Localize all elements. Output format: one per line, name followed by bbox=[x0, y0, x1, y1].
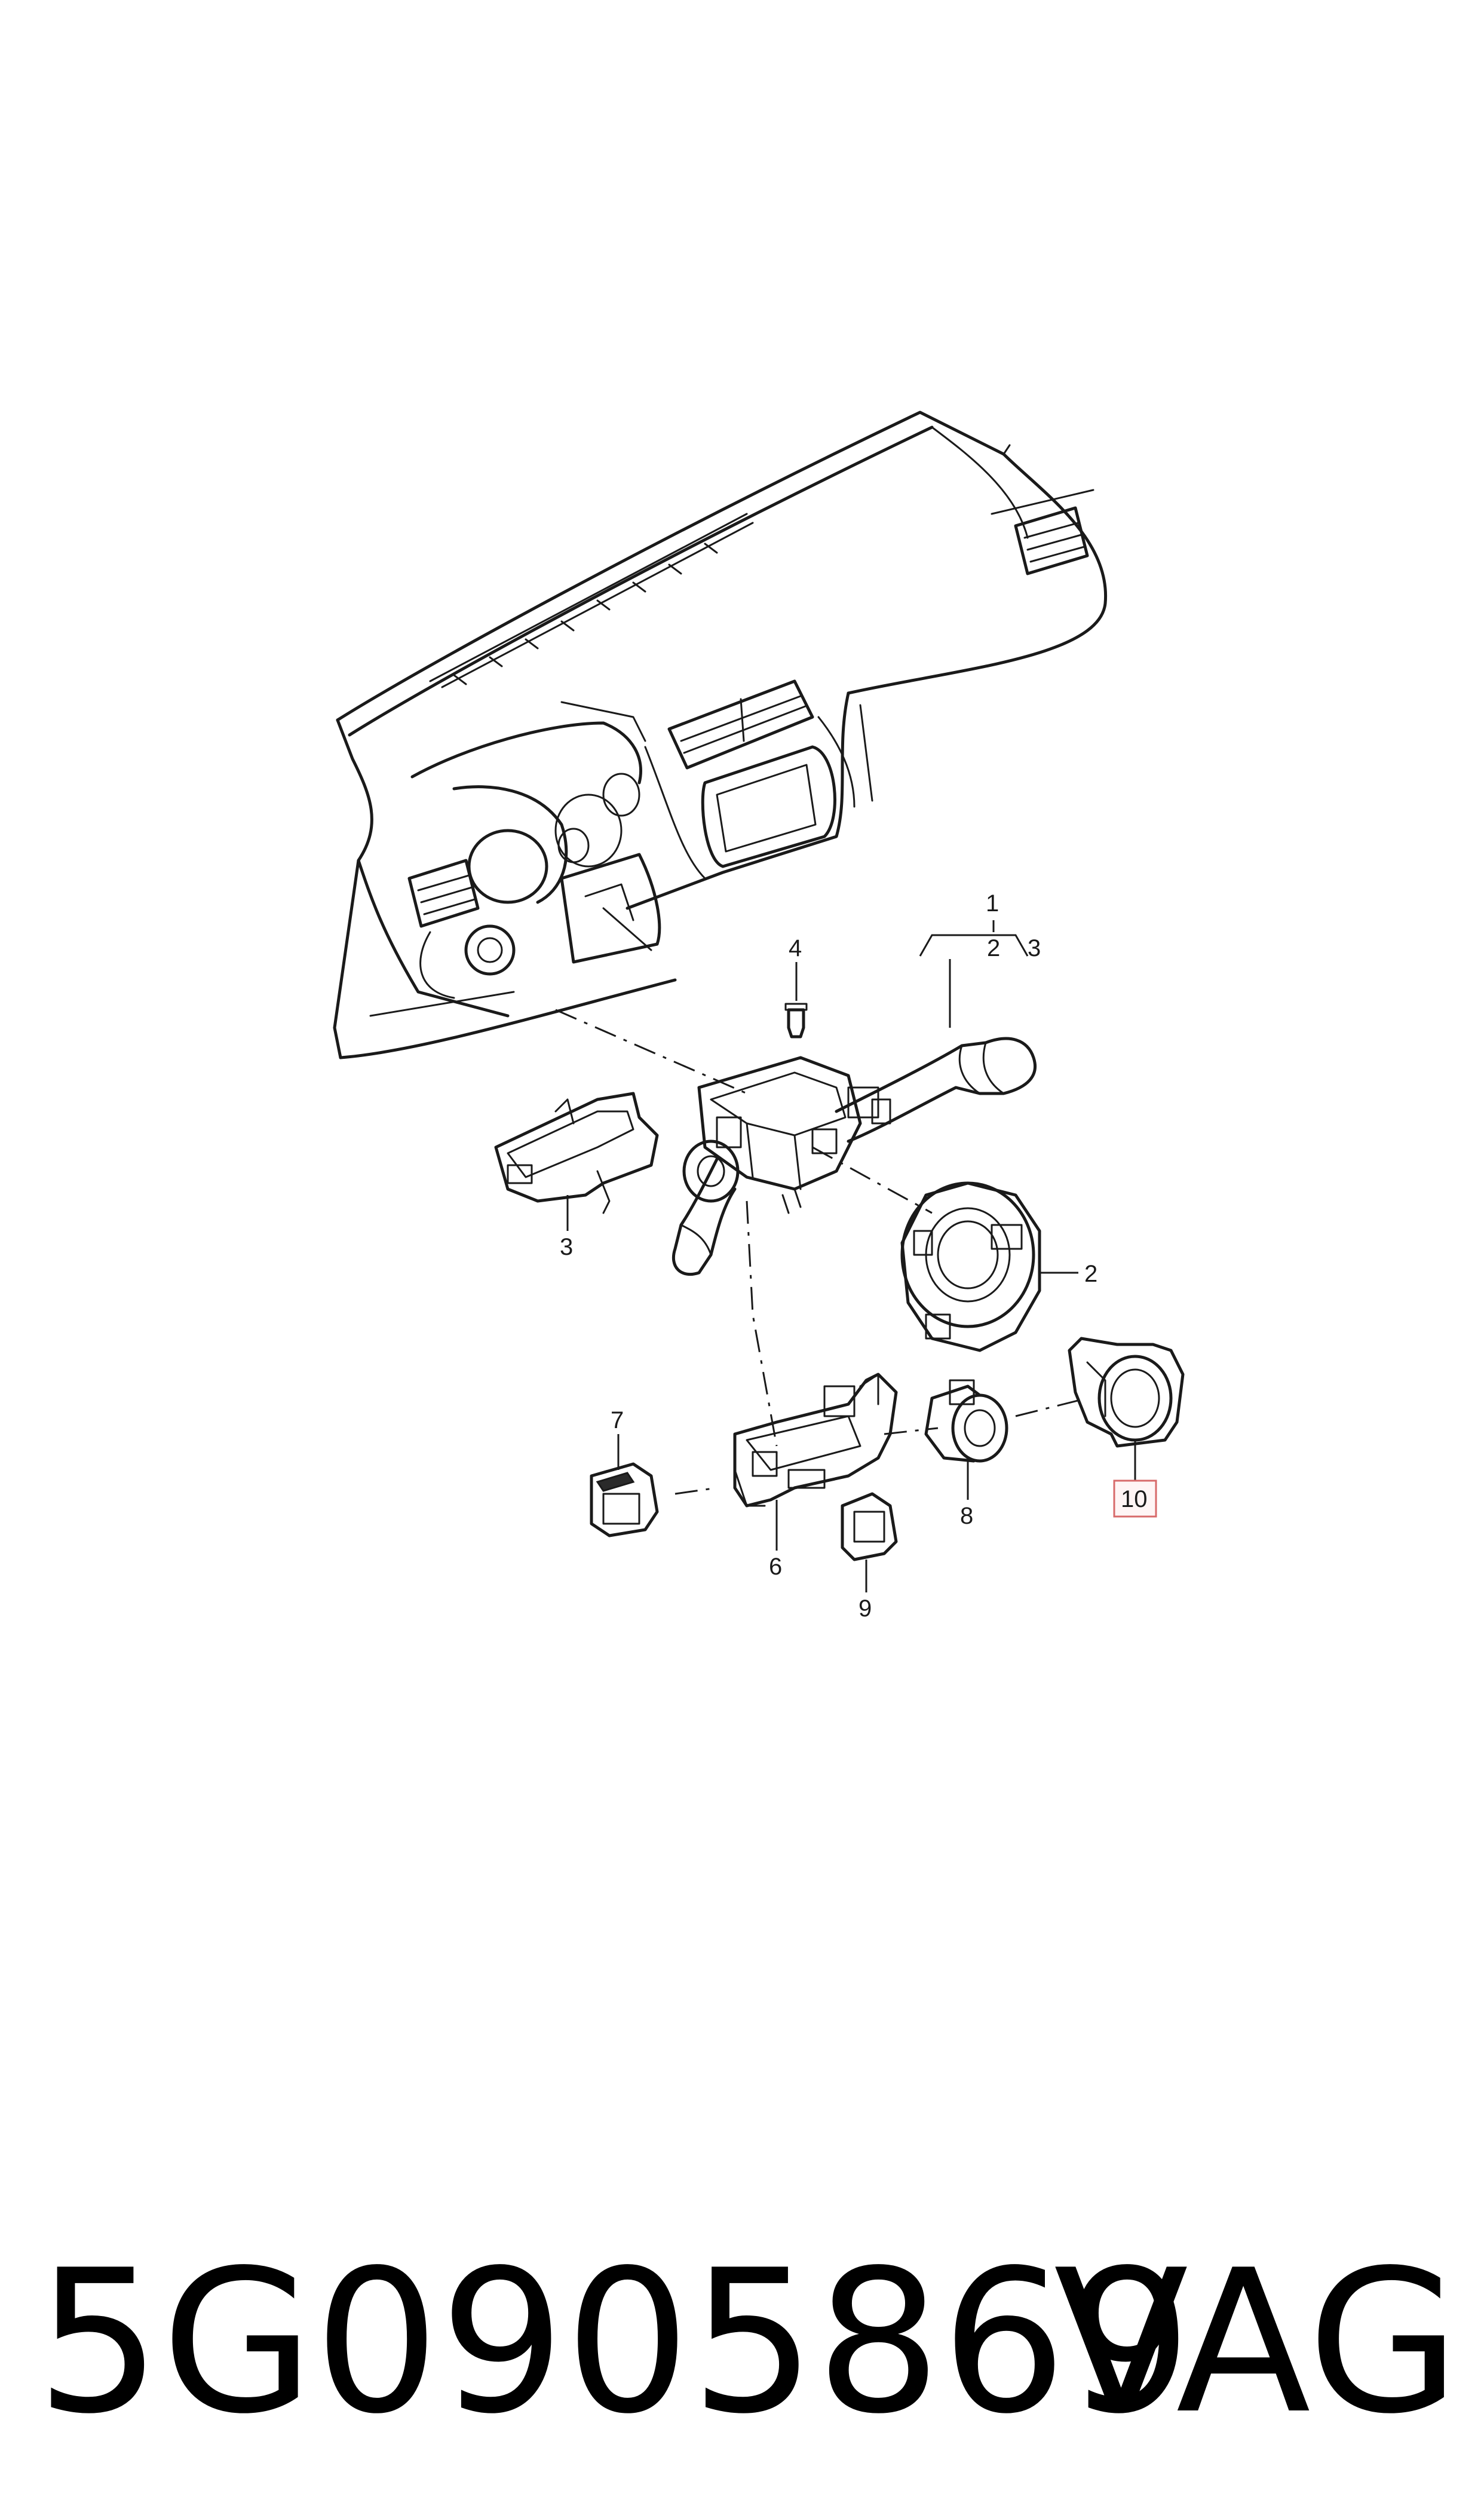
part-number: 5G0905869 bbox=[36, 2228, 1192, 2457]
leader-lines bbox=[566, 920, 1136, 1592]
callout-1-sub-3: 3 bbox=[1028, 935, 1041, 961]
callout-2: 2 bbox=[1084, 1261, 1097, 1287]
callout-1-sub-2: 2 bbox=[987, 935, 1000, 961]
steering-column-switch bbox=[672, 1037, 1037, 1276]
ignition-lock-housing bbox=[733, 1373, 898, 1508]
dashboard-outline bbox=[333, 411, 1108, 1059]
callout-labels: 1 2 3 4 3 2 7 6 8 9 10 bbox=[560, 890, 1157, 1622]
callout-9: 9 bbox=[858, 1595, 872, 1622]
ignition-switch bbox=[590, 1462, 659, 1537]
sensor bbox=[841, 1492, 898, 1561]
ring-trim bbox=[1068, 1337, 1185, 1448]
callout-10-highlight-box bbox=[1113, 1479, 1157, 1518]
screw bbox=[784, 1003, 808, 1039]
callout-3: 3 bbox=[560, 1234, 573, 1260]
callout-6: 6 bbox=[769, 1554, 782, 1580]
callout-7: 7 bbox=[611, 1407, 624, 1433]
assembly-lines bbox=[555, 1009, 1088, 1495]
clock-spring bbox=[900, 1181, 1041, 1352]
callout-4: 4 bbox=[789, 935, 802, 961]
brand-name: VAG bbox=[1053, 2228, 1460, 2457]
bracket bbox=[494, 1092, 659, 1214]
lock-cylinder bbox=[924, 1379, 1008, 1463]
callout-8: 8 bbox=[960, 1503, 973, 1529]
callout-10: 10 bbox=[1121, 1486, 1148, 1512]
callout-1: 1 bbox=[986, 890, 999, 917]
